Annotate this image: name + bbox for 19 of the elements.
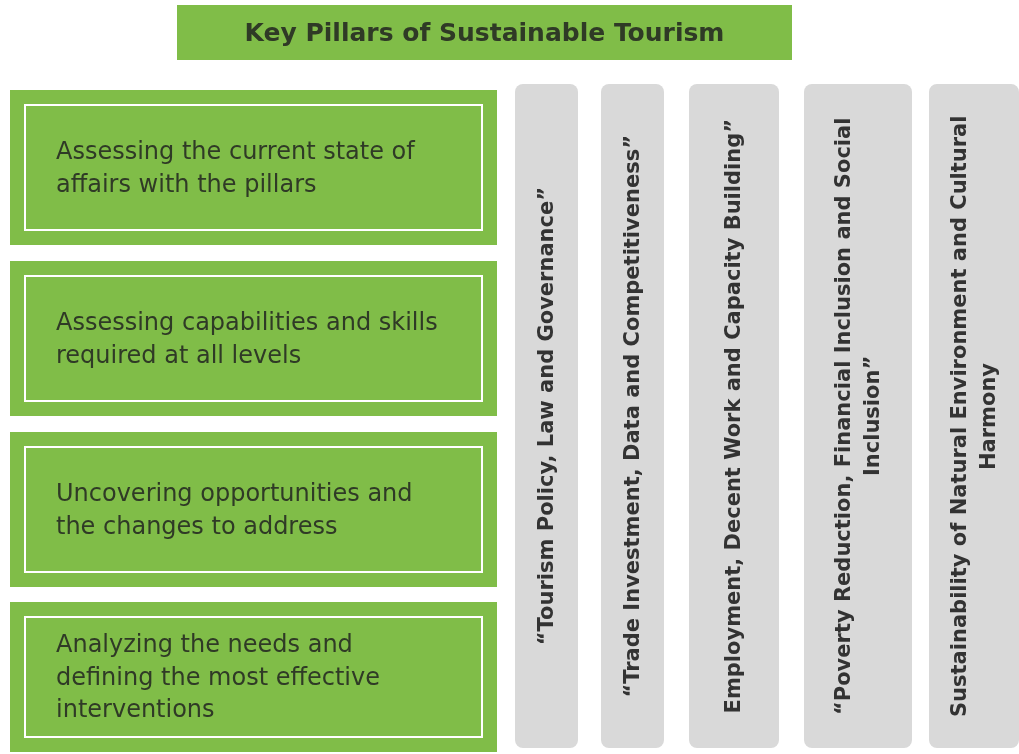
step-text: Assessing the current state of affairs with the pillars [56,136,417,200]
pillar-column [689,84,779,748]
step-text: Assessing capabilities and skills required at all levels [56,307,439,371]
step-box [10,261,497,416]
title-banner: Key Pillars of Sustainable Tourism [177,5,792,60]
pillar-column [929,84,1019,748]
pillar-column [515,84,578,748]
pillar-label: “Poverty Reduction, Financial Inclusion and Social Inclusion” [829,116,885,717]
pillar-label: “Trade Investment, Data and Competitiveness” [618,134,645,698]
pillar-column [804,84,912,748]
step-text: Analyzing the needs and defining the most effective interventions [56,629,381,726]
step-box [10,602,497,752]
pillar-label: Sustainability of Natural Environment and Cultural Harmony [945,114,1001,719]
step-box [10,432,497,587]
pillar-column [601,84,664,748]
pillar-label: Employment, Decent Work and Capacity Building” [720,118,747,714]
step-text: Uncovering opportunities and the changes to address [56,478,414,542]
pillar-label: “Tourism Policy, Law and Governance” [532,186,559,646]
step-box [10,90,497,245]
